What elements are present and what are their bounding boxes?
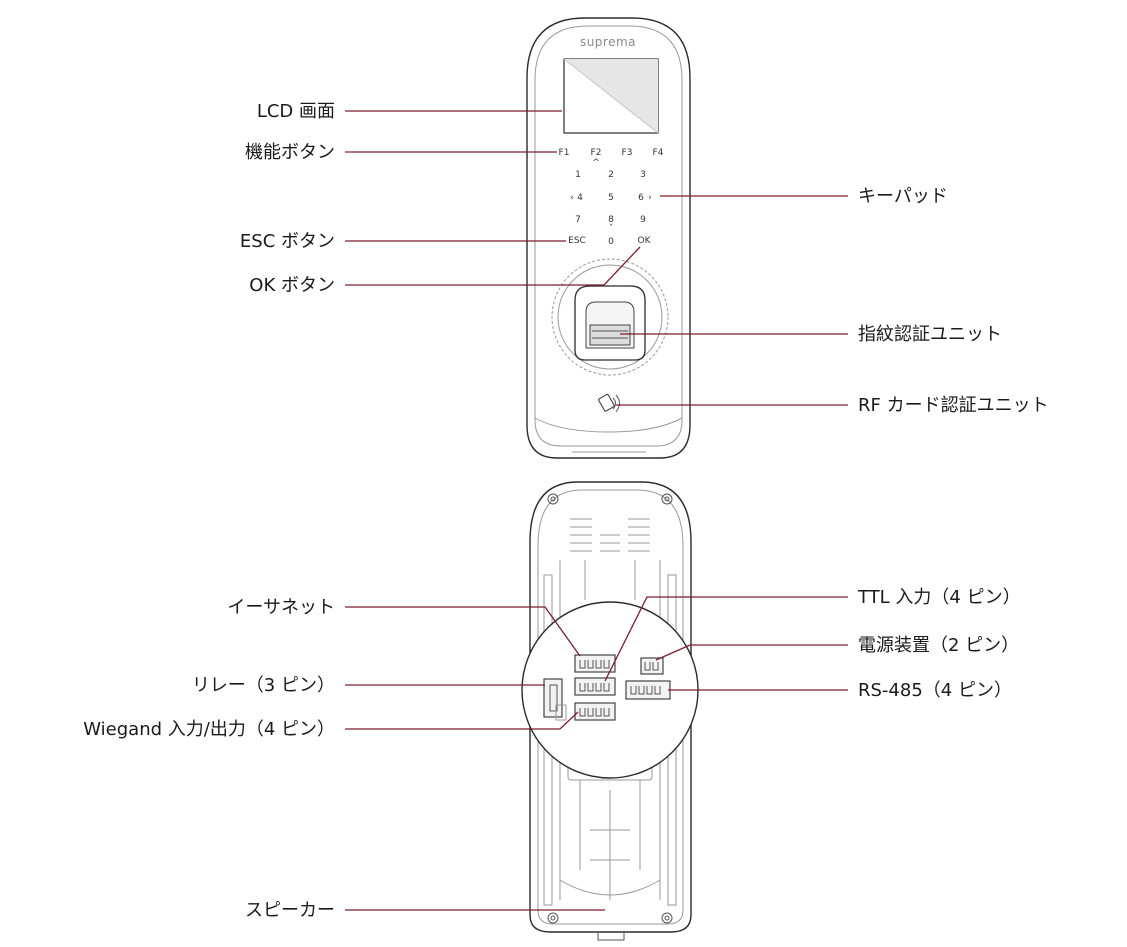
label-lcd: LCD 画面 <box>257 101 335 122</box>
key-0: 0 <box>608 237 614 247</box>
key-f3: F3 <box>622 148 633 158</box>
key-esc: ESC <box>568 236 586 246</box>
power-connector <box>640 657 664 675</box>
leader-lines <box>345 110 848 911</box>
fingerprint-unit <box>551 258 669 376</box>
label-relay: リレー（3 ピン） <box>192 675 335 696</box>
brand-logo: suprema <box>580 35 636 49</box>
back-view <box>521 481 699 941</box>
up-arrow-icon: ^ <box>592 158 600 168</box>
back-bezel <box>537 489 684 925</box>
label-rs485: RS-485（4 ピン） <box>858 680 1012 701</box>
keypad: F1 F2 F3 F4 ^ 1 2 3 ‹ 4 5 6 › 7 8 9 ˇ ES… <box>559 148 664 247</box>
key-f2: F2 <box>591 148 602 158</box>
left-arrow-icon: ‹ <box>570 193 574 203</box>
key-8: 8 <box>608 215 614 225</box>
screw-hole-icon <box>661 493 673 505</box>
rf-card-icon <box>598 393 620 413</box>
right-labels: キーパッド 指紋認証ユニット RF カード認証ユニット TTL 入力（4 ピン）… <box>857 186 1049 701</box>
back-bottom-tab <box>597 932 625 941</box>
label-power: 電源装置（2 ピン） <box>858 635 1019 656</box>
front-view: suprema F1 F2 F3 F4 ^ 1 2 3 ‹ 4 5 6 › 7 … <box>526 17 691 459</box>
key-6: 6 <box>638 193 644 203</box>
screw-hole-icon <box>661 912 673 924</box>
key-f1: F1 <box>559 148 570 158</box>
label-fingerprint-unit: 指紋認証ユニット <box>858 324 1002 345</box>
down-arrow-icon: ˇ <box>609 223 614 234</box>
left-labels: LCD 画面 機能ボタン ESC ボタン OK ボタン イーサネット リレー（3… <box>83 101 335 921</box>
rs485-connector <box>625 680 671 700</box>
label-ethernet: イーサネット <box>227 597 335 618</box>
label-ttl-input: TTL 入力（4 ピン） <box>857 587 1021 608</box>
front-bezel <box>534 25 683 447</box>
vent-slots <box>570 518 650 552</box>
key-3: 3 <box>640 170 646 180</box>
lower-internal <box>559 759 661 900</box>
label-rf-card-unit: RF カード認証ユニット <box>858 395 1049 416</box>
front-bottom-curve <box>534 417 683 433</box>
label-speaker: スピーカー <box>245 900 335 921</box>
label-wiegand: Wiegand 入力/出力（4 ピン） <box>83 719 335 740</box>
label-esc-button: ESC ボタン <box>240 231 335 252</box>
key-9: 9 <box>640 215 646 225</box>
key-1: 1 <box>575 170 581 180</box>
label-keypad: キーパッド <box>858 186 948 207</box>
key-7: 7 <box>575 215 581 225</box>
label-ok-button: OK ボタン <box>249 275 335 296</box>
key-ok: OK <box>638 236 652 246</box>
key-4: 4 <box>577 193 583 203</box>
key-5: 5 <box>608 193 614 203</box>
connector-magnifier <box>521 601 699 779</box>
right-arrow-icon: › <box>648 193 652 203</box>
key-f4: F4 <box>653 148 664 158</box>
lcd-glare-edge <box>563 58 659 134</box>
fingerprint-sensor <box>589 324 631 346</box>
screw-hole-icon <box>547 493 559 505</box>
key-2: 2 <box>608 170 614 180</box>
label-function-buttons: 機能ボタン <box>245 142 335 163</box>
screw-hole-icon <box>547 912 559 924</box>
